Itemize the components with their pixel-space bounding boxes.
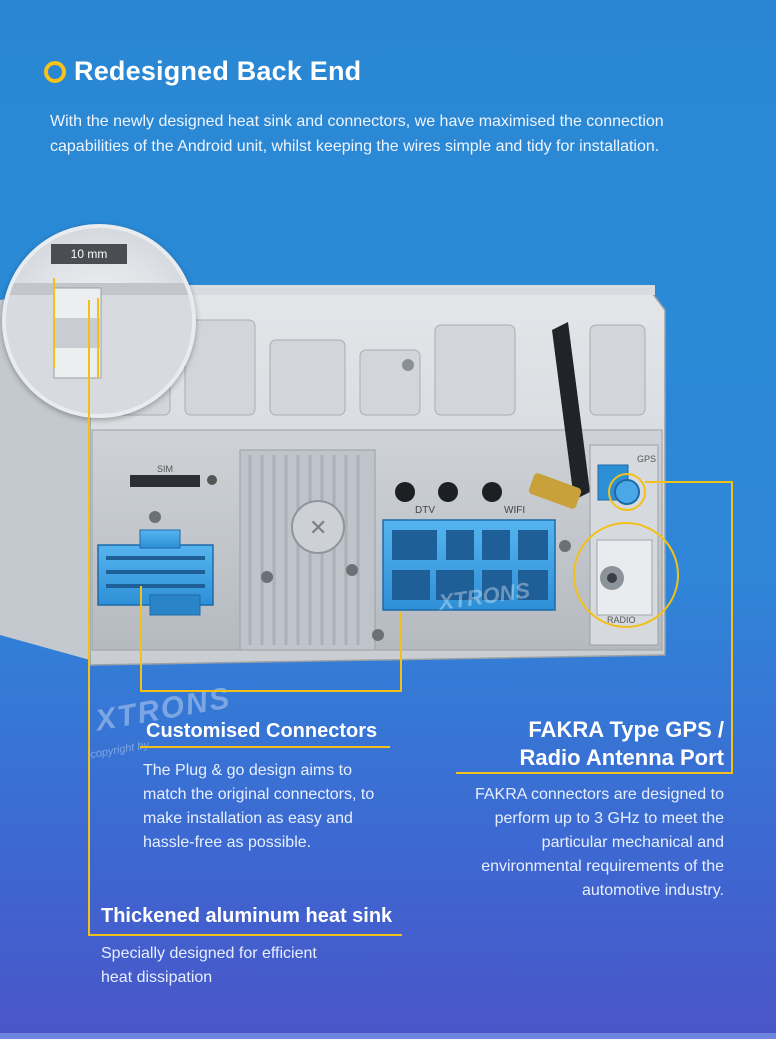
callout-fakra: FAKRA Type GPS / Radio Antenna Port — [470, 716, 724, 772]
leader-line-connectors-right — [400, 612, 402, 692]
leader-line-fakra-vertical — [731, 481, 733, 774]
callout-heatsink-title: Thickened aluminum heat sink — [101, 905, 393, 927]
sim-label: SIM — [157, 464, 173, 474]
callout-fakra-title-line1: FAKRA Type GPS / — [528, 717, 724, 742]
watermark-copyright: copyright by — [89, 738, 150, 762]
leader-line-connectors-left — [140, 586, 142, 690]
gps-label: GPS — [637, 454, 656, 464]
leader-line-gps — [645, 481, 733, 483]
device-rear-illustration: SIM ✕ — [0, 284, 679, 666]
radio-label: RADIO — [607, 615, 636, 625]
callout-fakra-body: FAKRA connectors are designed to perform… — [474, 786, 724, 899]
callout-connectors: Customised Connectors — [146, 720, 377, 743]
leader-line-heatsink — [88, 300, 90, 936]
bullet-ring-icon — [44, 60, 66, 83]
dtv-label: DTV — [415, 505, 435, 516]
svg-text:✕: ✕ — [309, 515, 327, 540]
callout-heatsink-body: Specially designed for efficient heat di… — [101, 945, 317, 986]
underline-heatsink — [88, 934, 402, 936]
underline-connectors — [140, 746, 390, 748]
intro-paragraph: With the newly designed heat sink and co… — [50, 113, 664, 155]
callout-fakra-title-line2: Radio Antenna Port — [519, 745, 724, 770]
callout-heatsink: Thickened aluminum heat sink — [101, 905, 392, 928]
underline-fakra — [456, 772, 733, 774]
callout-connectors-title: Customised Connectors — [146, 720, 378, 742]
page-title: Redesigned Back End — [74, 56, 362, 86]
dimension-tag: 10 mm — [51, 244, 127, 264]
bottom-strip — [0, 1033, 776, 1039]
section-header: Redesigned Back End — [44, 56, 361, 87]
callout-connectors-body: The Plug & go design aims to match the o… — [143, 762, 375, 851]
wifi-label: WIFI — [504, 505, 525, 516]
leader-line-connectors-horizontal — [140, 690, 402, 692]
